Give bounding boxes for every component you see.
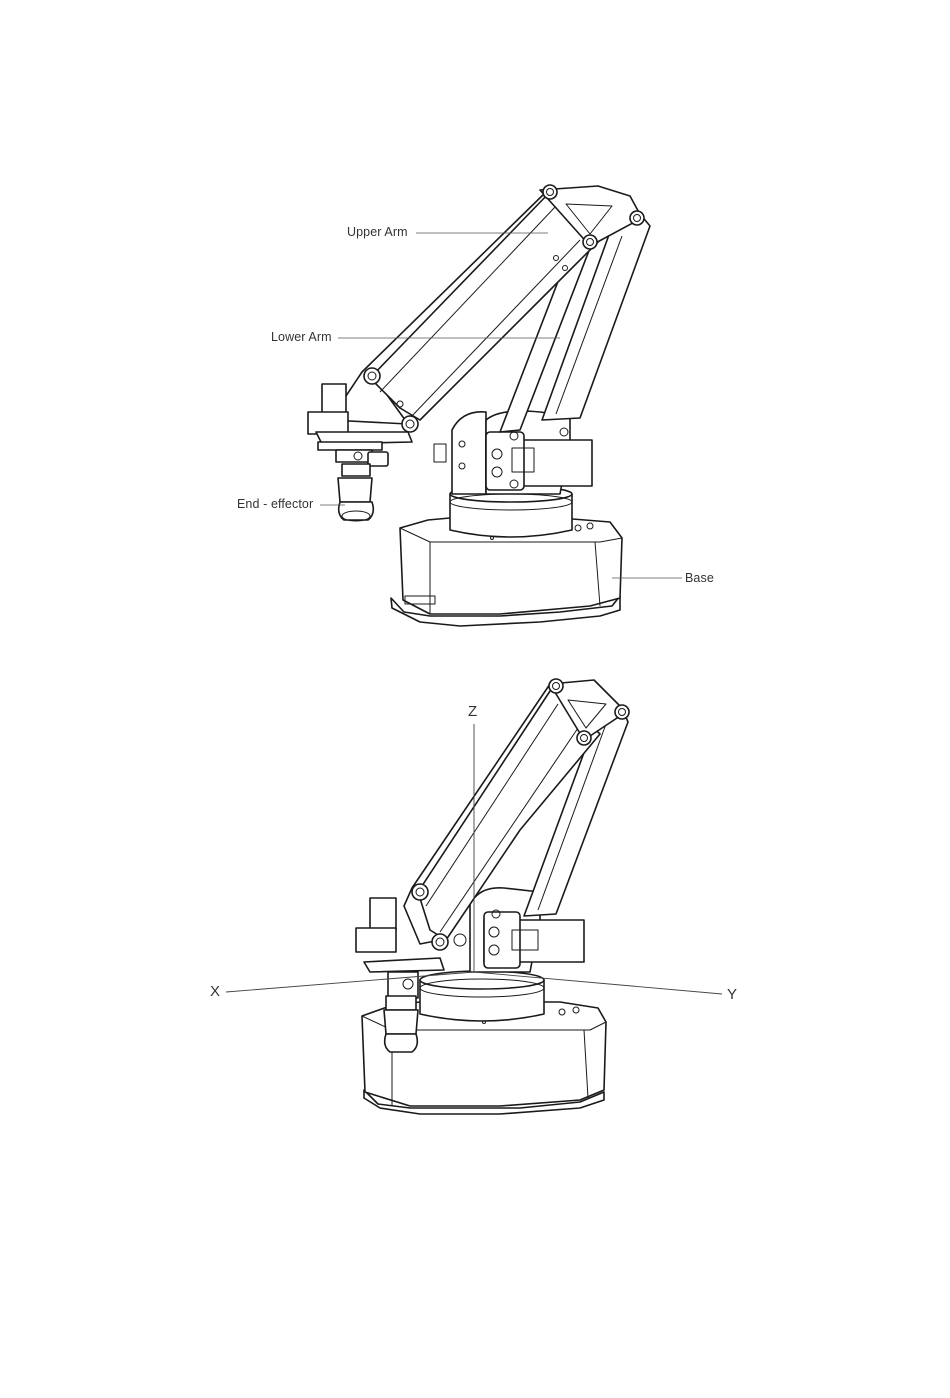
x-axis-label: X	[210, 983, 220, 1000]
z-axis-label: Z	[468, 703, 477, 720]
y-axis-line	[474, 972, 722, 994]
y-axis-label: Y	[727, 986, 737, 1003]
x-axis-line	[226, 972, 474, 992]
